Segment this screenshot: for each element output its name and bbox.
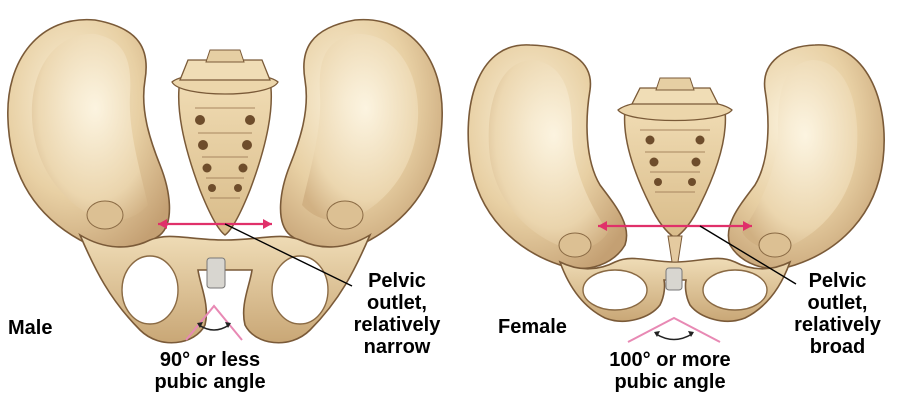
female-outlet-line3: relatively	[780, 314, 895, 336]
male-angle-line2: pubic angle	[130, 371, 290, 393]
female-left-obturator	[583, 270, 647, 310]
female-angle-line2: pubic angle	[585, 371, 755, 393]
female-right-obturator	[703, 270, 767, 310]
male-outlet-line2: outlet,	[342, 292, 452, 314]
female-outlet-line1: Pelvic	[780, 270, 895, 292]
male-angle-line1: 90° or less	[130, 349, 290, 371]
male-angle-caption: 90° or less pubic angle	[130, 349, 290, 393]
female-label: Female	[498, 316, 567, 338]
female-sacrum	[625, 103, 726, 239]
female-outlet-caption: Pelvic outlet, relatively broad	[780, 270, 895, 358]
male-outlet-line1: Pelvic	[342, 270, 452, 292]
female-outlet-line4: broad	[780, 336, 895, 358]
male-sacrum	[179, 74, 272, 235]
female-angle-arc-arrow	[656, 334, 692, 340]
female-angle-caption: 100° or more pubic angle	[585, 349, 755, 393]
female-angle-line1: 100° or more	[585, 349, 755, 371]
female-outlet-line2: outlet,	[780, 292, 895, 314]
male-pubic-symphysis	[207, 258, 225, 288]
male-outlet-line4: narrow	[342, 336, 452, 358]
male-label: Male	[8, 317, 52, 339]
male-outlet-line3: relatively	[342, 314, 452, 336]
female-pubic-angle-lines	[628, 318, 720, 342]
male-left-obturator	[122, 256, 178, 324]
female-pubic-symphysis	[666, 268, 682, 290]
male-outlet-caption: Pelvic outlet, relatively narrow	[342, 270, 452, 358]
male-right-obturator	[272, 256, 328, 324]
